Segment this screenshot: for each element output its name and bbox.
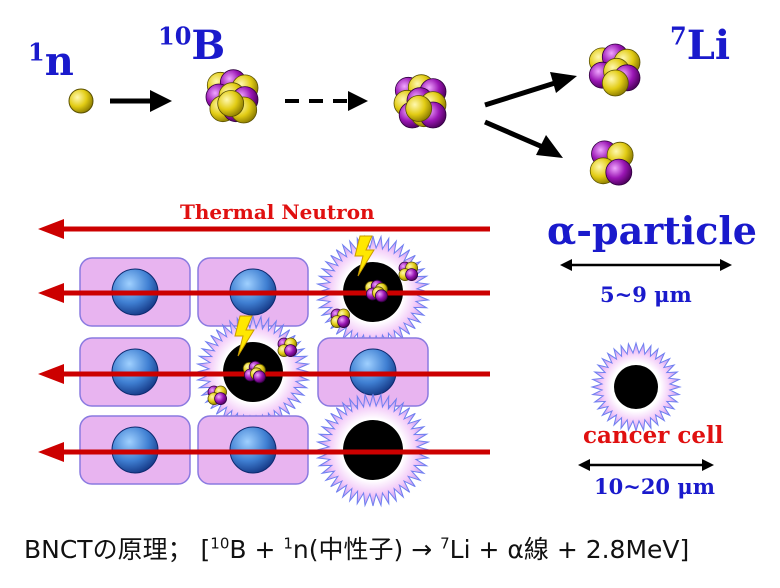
lightning-icon: [234, 315, 255, 357]
alpha-particle-label: α-particle: [547, 208, 757, 253]
boron-nucleus: [205, 69, 259, 124]
mini-nucleus: [364, 279, 388, 303]
neutron-beam: [38, 283, 490, 303]
cancer-nucleus: [614, 365, 658, 409]
cell-range-label: 10~20 μm: [594, 474, 715, 499]
proton-sphere: [337, 315, 351, 329]
arrow-to-alpha: [484, 119, 563, 158]
reaction-bursts: [207, 235, 419, 406]
mini-nucleus: [277, 337, 298, 358]
mini-nucleus: [207, 385, 228, 406]
mini-nucleus: [330, 308, 351, 329]
proton-sphere: [252, 370, 266, 384]
reaction-row: [68, 43, 641, 186]
neutron-beam: [38, 364, 490, 384]
neutron-ball: [68, 88, 94, 114]
proton-sphere: [405, 268, 419, 282]
neutron-label: 1n: [28, 37, 74, 85]
neutron-sphere: [405, 95, 433, 122]
neutron-beam: [38, 219, 490, 239]
lightning-icon: [354, 235, 375, 277]
alpha-nucleus: [589, 140, 634, 186]
proton-sphere: [605, 158, 633, 186]
beam-arrowhead: [38, 283, 64, 303]
proton-sphere: [284, 344, 298, 358]
dashed-arrow: [285, 91, 368, 111]
cancer-cell-label: cancer cell: [583, 422, 724, 449]
cancer-cell-legend: [590, 341, 682, 433]
caption: BNCTの原理； [10B + 1n(中性子) → 7Li + α線 + 2.8…: [24, 534, 690, 564]
beam-arrowhead: [38, 442, 64, 462]
proton-sphere: [374, 289, 388, 303]
proton-sphere: [214, 392, 228, 406]
mini-nucleus: [242, 360, 266, 384]
neutron-beam: [38, 442, 490, 462]
excited-boron-nucleus: [393, 74, 447, 129]
thermal-neutron-label: Thermal Neutron: [180, 200, 375, 224]
boron-label: 10B: [158, 21, 226, 69]
neutron-sphere: [217, 90, 245, 117]
alpha-range-label: 5~9 μm: [600, 282, 692, 307]
alpha-range-arrow: [560, 259, 732, 271]
cell-range-arrow: [578, 459, 714, 471]
beam-arrowhead: [38, 219, 64, 239]
arrow-neutron-to-boron: [110, 90, 172, 112]
lithium-label: 7Li: [670, 21, 731, 69]
arrow-to-lithium: [484, 72, 577, 108]
neutron-beams: [38, 219, 490, 462]
lithium-nucleus: [588, 43, 641, 97]
beam-arrowhead: [38, 364, 64, 384]
neutron-sphere: [601, 69, 629, 97]
mini-nucleus: [398, 261, 419, 282]
